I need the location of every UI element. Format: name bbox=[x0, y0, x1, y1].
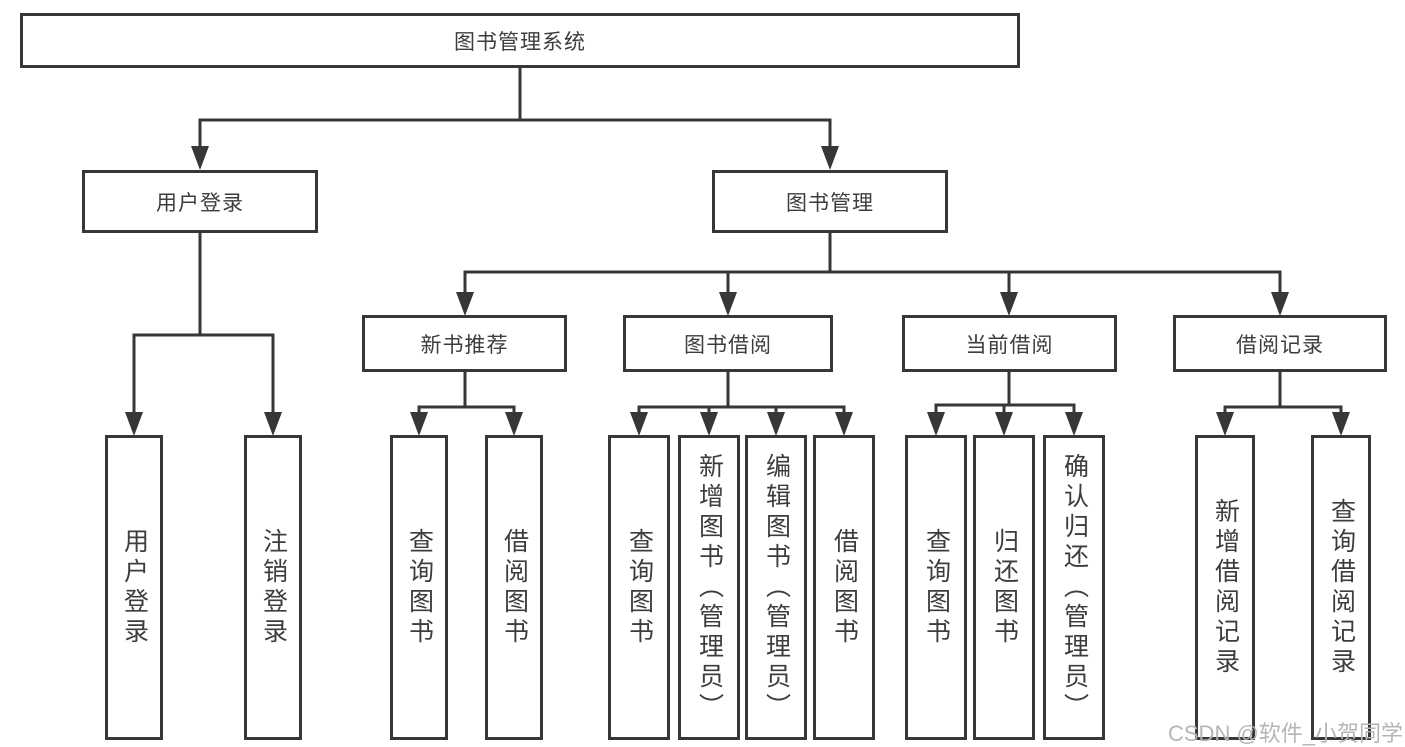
leaf-user-login: 用户登录 bbox=[105, 435, 163, 740]
arrow-down-icon bbox=[821, 146, 839, 170]
arrow-down-icon bbox=[410, 412, 428, 436]
arrow-down-icon bbox=[630, 412, 648, 436]
node-new-book-recommend: 新书推荐 bbox=[362, 315, 567, 372]
leaf-label: 查询图书 bbox=[922, 527, 951, 648]
leaf-logout: 注销登录 bbox=[244, 435, 302, 740]
arrow-down-icon bbox=[1332, 412, 1350, 436]
node-label: 图书借阅 bbox=[684, 333, 772, 357]
leaf-query-books-current: 查询图书 bbox=[905, 435, 967, 740]
node-book-management: 图书管理 bbox=[712, 170, 948, 233]
arrow-down-icon bbox=[700, 412, 718, 436]
arrow-down-icon bbox=[767, 412, 785, 436]
arrow-down-icon bbox=[264, 412, 282, 436]
node-label: 图书管理 bbox=[786, 191, 874, 215]
arrow-down-icon bbox=[505, 412, 523, 436]
arrow-down-icon bbox=[835, 412, 853, 436]
leaf-label: 注销登录 bbox=[259, 527, 288, 648]
node-label: 借阅记录 bbox=[1236, 333, 1324, 357]
node-label: 新书推荐 bbox=[420, 333, 509, 357]
leaf-label: 归还图书 bbox=[990, 527, 1019, 648]
node-root-system: 图书管理系统 bbox=[20, 13, 1020, 68]
leaf-query-books-borrow: 查询图书 bbox=[608, 435, 670, 740]
node-borrow-record: 借阅记录 bbox=[1173, 315, 1387, 372]
leaf-label: 借阅图书 bbox=[500, 527, 529, 648]
arrow-down-icon bbox=[1000, 292, 1018, 316]
arrow-down-icon bbox=[456, 292, 474, 316]
node-current-borrow: 当前借阅 bbox=[902, 315, 1117, 372]
leaf-label: 用户登录 bbox=[120, 527, 149, 648]
leaf-add-borrow-record: 新增借阅记录 bbox=[1195, 435, 1255, 740]
arrow-down-icon bbox=[927, 412, 945, 436]
arrow-down-icon bbox=[995, 412, 1013, 436]
leaf-return-books: 归还图书 bbox=[973, 435, 1035, 740]
leaf-label: 查询图书 bbox=[625, 527, 654, 648]
csdn-watermark: CSDN @软件_小贺同学 bbox=[1168, 721, 1404, 746]
leaf-edit-books-admin: 编辑图书（管理员） bbox=[745, 435, 807, 740]
arrow-down-icon bbox=[1065, 412, 1083, 436]
leaf-query-borrow-record: 查询借阅记录 bbox=[1311, 435, 1371, 740]
leaf-borrow-books: 借阅图书 bbox=[813, 435, 875, 740]
arrow-down-icon bbox=[1271, 292, 1289, 316]
arrow-down-icon bbox=[719, 292, 737, 316]
node-label: 用户登录 bbox=[156, 191, 244, 215]
leaf-label: 借阅图书 bbox=[830, 527, 859, 648]
node-book-borrow: 图书借阅 bbox=[623, 315, 833, 372]
leaf-add-books-admin: 新增图书（管理员） bbox=[678, 435, 740, 740]
node-label: 图书管理系统 bbox=[454, 30, 586, 54]
leaf-label: 新增图书（管理员） bbox=[695, 452, 724, 723]
arrow-down-icon bbox=[191, 146, 209, 170]
node-label: 当前借阅 bbox=[965, 333, 1054, 357]
leaf-label: 查询借阅记录 bbox=[1327, 497, 1356, 678]
leaf-label: 查询图书 bbox=[405, 527, 434, 648]
leaf-query-books-recommend: 查询图书 bbox=[390, 435, 448, 740]
leaf-borrow-books-recommend: 借阅图书 bbox=[485, 435, 543, 740]
node-user-login: 用户登录 bbox=[82, 170, 318, 233]
leaf-label: 编辑图书（管理员） bbox=[762, 452, 791, 723]
arrow-down-icon bbox=[125, 412, 143, 436]
leaf-label: 确认归还（管理员） bbox=[1060, 452, 1089, 723]
arrow-down-icon bbox=[1216, 412, 1234, 436]
leaf-label: 新增借阅记录 bbox=[1211, 497, 1240, 678]
leaf-confirm-return-admin: 确认归还（管理员） bbox=[1043, 435, 1105, 740]
